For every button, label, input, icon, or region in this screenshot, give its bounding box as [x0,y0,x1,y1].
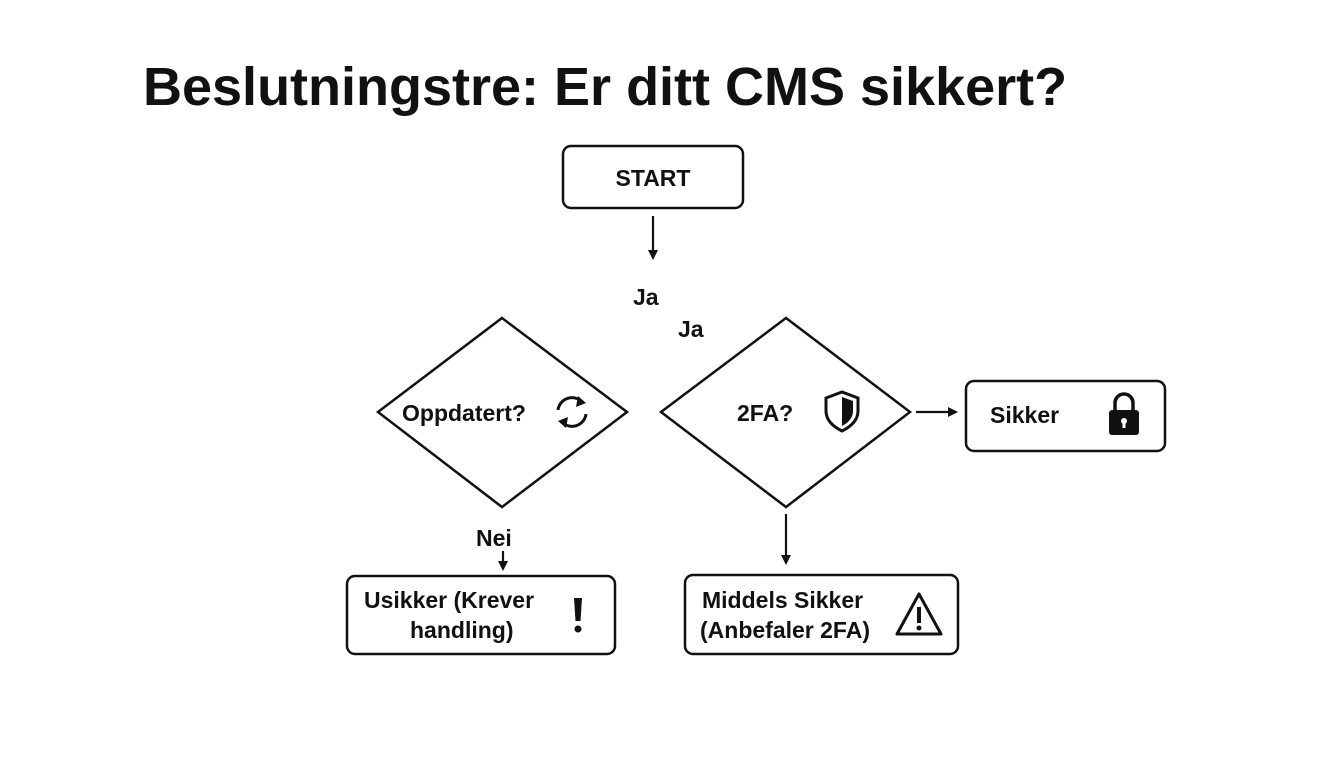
secure-label: Sikker [990,402,1059,428]
insecure-node: Usikker (Krever handling) [345,574,617,656]
edge-label-ja-2: Ja [678,316,704,342]
refresh-icon [556,396,588,428]
medium-secure-node: Middels Sikker (Anbefaler 2FA) [683,573,960,656]
start-node: START [561,144,745,210]
medium-label-line2: (Anbefaler 2FA) [700,617,870,643]
warning-icon [895,592,943,636]
insecure-label-line2: handling) [410,617,513,643]
edge-label-ja-1: Ja [633,284,659,310]
insecure-label-line1: Usikker (Krever [364,587,534,613]
diagram-title: Beslutningstre: Er ditt CMS sikkert? [143,57,1067,117]
secure-node: Sikker [964,379,1167,453]
edge-label-nei: Nei [476,525,512,551]
updated-label: Oppdatert? [402,400,526,426]
padlock-icon [1109,392,1139,435]
exclamation-icon [574,598,582,633]
twofa-decision-node: 2FA? [658,316,913,509]
medium-label-line1: Middels Sikker [702,587,863,613]
updated-decision-node: Oppdatert? [375,316,630,509]
shield-icon [824,390,860,433]
start-label: START [616,165,691,191]
twofa-label: 2FA? [737,400,793,426]
